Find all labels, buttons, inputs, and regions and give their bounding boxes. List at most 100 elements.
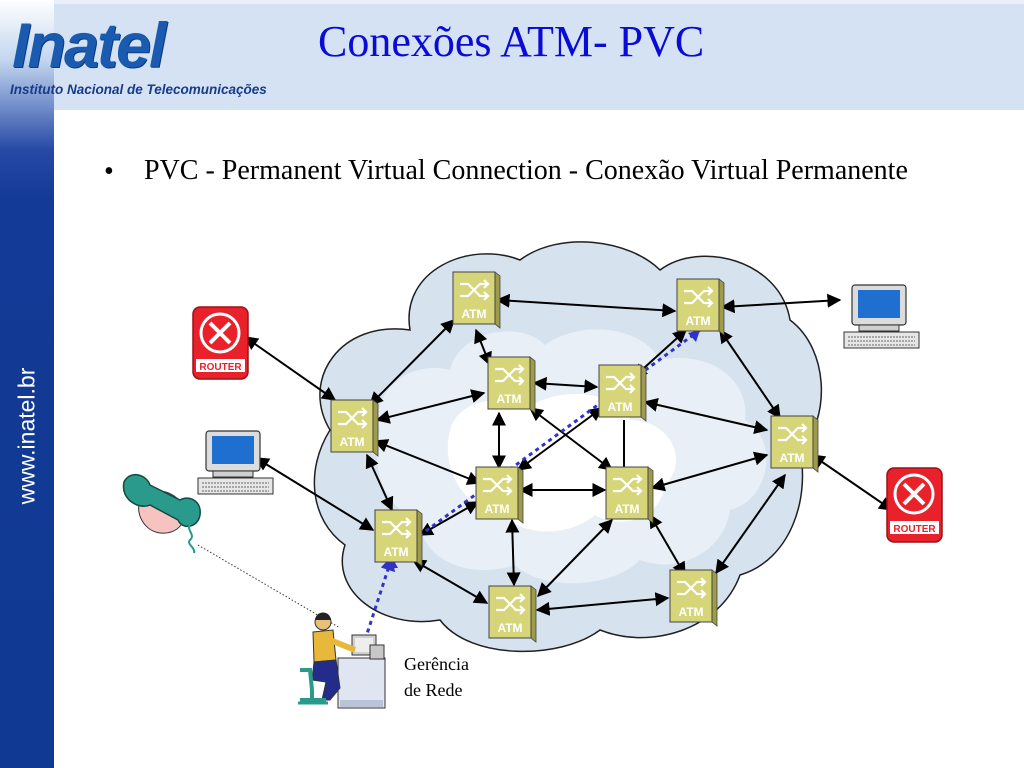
- desk-leg: [340, 700, 383, 707]
- switch-label: ATM: [339, 435, 364, 449]
- chair: [300, 668, 326, 702]
- sidebar-band: www.inatel.br: [0, 0, 54, 768]
- switch-icon: [778, 423, 808, 445]
- keyboard-keys: [202, 482, 269, 492]
- link: [720, 293, 842, 314]
- link: [505, 518, 521, 587]
- atm-switch: ATM: [605, 466, 654, 524]
- link: [254, 457, 375, 531]
- bullet-marker: •: [104, 156, 114, 187]
- atm-switch: ATM: [488, 585, 537, 643]
- handset: [122, 474, 201, 527]
- switch-icon: [495, 364, 525, 386]
- monitor-screen: [858, 290, 900, 318]
- switch-body: [374, 509, 418, 563]
- switch-side: [372, 399, 379, 457]
- link: [643, 397, 769, 435]
- switch-icon: [606, 372, 636, 394]
- atm-links: [243, 293, 894, 616]
- atm-switch: ATM: [770, 415, 819, 473]
- switch-side: [647, 466, 654, 524]
- link: [495, 293, 677, 318]
- link: [373, 439, 482, 485]
- switch-label: ATM: [614, 502, 639, 516]
- switch-icon: [677, 577, 707, 599]
- router-cross-icon: [902, 482, 926, 506]
- link: [649, 513, 686, 577]
- link: [537, 518, 613, 598]
- inatel-logo: Inatel Instituto Nacional de Telecomunic…: [6, 11, 306, 108]
- atm-switch: ATM: [676, 278, 725, 336]
- monitor-screen: [212, 436, 254, 464]
- computer-right: [843, 284, 920, 349]
- phone-cord: [188, 524, 196, 554]
- computer-left: [197, 430, 274, 495]
- switch-icon: [496, 593, 526, 615]
- link: [516, 407, 604, 471]
- atm-switch: ATM: [669, 569, 718, 627]
- switch-body: [770, 415, 814, 469]
- switch-body: [676, 278, 720, 332]
- switch-label: ATM: [484, 502, 509, 516]
- switch-side: [812, 415, 819, 473]
- switch-side: [640, 364, 647, 422]
- atm-switch: ATM: [475, 466, 524, 524]
- hair: [315, 612, 331, 620]
- link: [418, 501, 480, 536]
- link: [719, 328, 781, 420]
- logo-wordmark: Inatel: [12, 11, 167, 81]
- arm: [328, 637, 357, 653]
- link: [535, 592, 670, 616]
- legs: [311, 659, 341, 701]
- bullet-text: PVC - Permanent Virtual Connection - Con…: [144, 155, 908, 186]
- switch-label: ATM: [496, 392, 521, 406]
- switch-side: [416, 509, 423, 567]
- router-label: ROUTER: [199, 362, 242, 373]
- link: [532, 376, 599, 394]
- switch-label: ATM: [607, 400, 632, 414]
- switch-body: [487, 356, 531, 410]
- switch-label: ATM: [779, 451, 804, 465]
- router-right: ROUTER: [886, 467, 943, 543]
- router-cross-icon: [208, 321, 232, 345]
- pvc-arrowhead: [688, 330, 700, 342]
- switch-label: ATM: [678, 605, 703, 619]
- switch-icon: [684, 286, 714, 308]
- header-highlight: [0, 0, 1024, 4]
- pvc-path: [363, 328, 701, 641]
- switch-icon: [338, 407, 368, 429]
- switch-side: [718, 278, 725, 336]
- switch-icon: [460, 279, 490, 301]
- header-bar: [0, 0, 1024, 110]
- keyboard: [197, 477, 274, 495]
- pc-screen: [355, 638, 373, 652]
- management-caption-line2: de Rede: [404, 680, 462, 700]
- torso: [312, 629, 337, 663]
- switch-side: [530, 585, 537, 643]
- keyboard-keys: [848, 336, 915, 346]
- switch-side: [711, 569, 718, 627]
- switch-label: ATM: [461, 307, 486, 321]
- switch-side: [517, 466, 524, 524]
- switch-body: [475, 466, 519, 520]
- telephone-handset: [122, 474, 201, 554]
- pvc-segment: [363, 555, 395, 641]
- switch-label: ATM: [685, 314, 710, 328]
- atm-switch: ATM: [330, 399, 379, 457]
- atm-switch: ATM: [487, 356, 536, 414]
- link: [411, 559, 489, 604]
- monitor-base: [858, 324, 900, 332]
- switch-icon: [483, 474, 513, 496]
- switch-side: [494, 271, 501, 329]
- atm-switch: ATM: [452, 271, 501, 329]
- switch-body: [598, 364, 642, 418]
- switch-icon: [613, 474, 643, 496]
- link: [650, 451, 769, 492]
- logo-subtitle: Instituto Nacional de Telecomunicações: [10, 82, 267, 97]
- desk: [337, 657, 386, 709]
- router-label-box: [890, 521, 939, 534]
- switch-body: [330, 399, 374, 453]
- switch-icon: [382, 517, 412, 539]
